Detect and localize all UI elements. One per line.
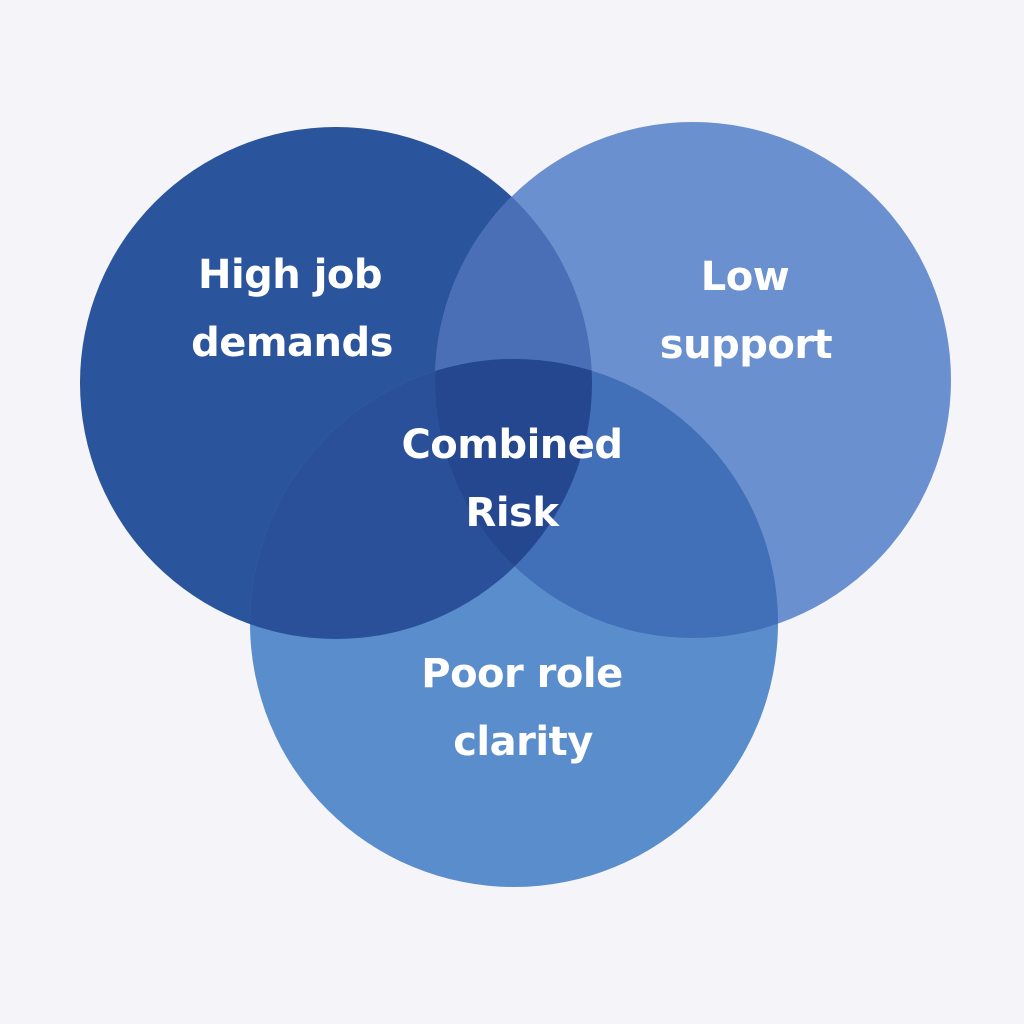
label-combined-risk: CombinedRisk [401, 422, 622, 536]
label-poor-role-clarity: Poor roleclarity [421, 651, 622, 765]
label-low-support: Lowsupport [660, 254, 833, 368]
label-high-job-demands: High jobdemands [191, 252, 393, 366]
